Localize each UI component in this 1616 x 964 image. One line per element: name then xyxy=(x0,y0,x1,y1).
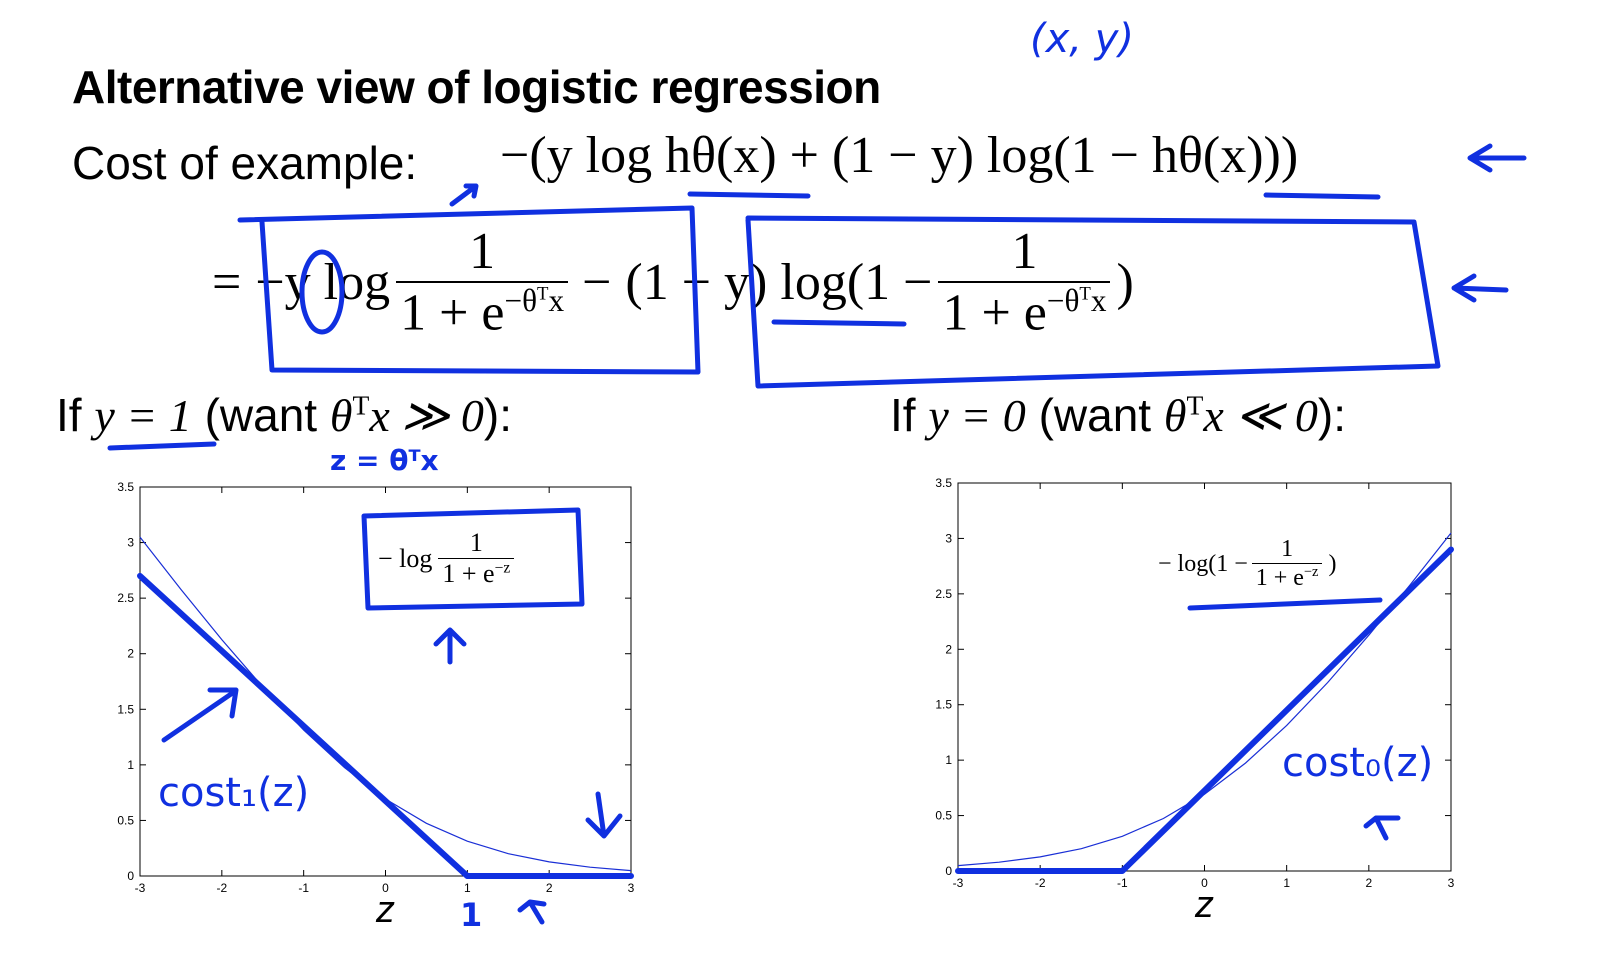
cost1-annotation: cost₁(z) xyxy=(158,770,310,816)
y-tick-label: 0.5 xyxy=(117,813,134,827)
equals-sign: = xyxy=(212,253,242,311)
x-tick-label: 1 xyxy=(464,881,471,895)
y-tick-label: 1.5 xyxy=(117,702,134,716)
y-tick-label: 0 xyxy=(945,864,952,878)
cost0-annotation: cost₀(z) xyxy=(1282,740,1434,786)
cost-expression: −(y log hθ(x) + (1 − y) log(1 − hθ(x))) xyxy=(500,127,1299,184)
x-tick-label: 1 xyxy=(1283,876,1290,890)
y-tick-label: 2.5 xyxy=(117,591,134,605)
y-tick-label: 3.5 xyxy=(935,476,952,490)
x-tick-label: 3 xyxy=(1448,876,1455,890)
y-tick-label: 1 xyxy=(127,758,134,772)
case-y1-header: If y = 1 (want θTx ≫ 0): xyxy=(56,389,513,441)
cost-label: Cost of example: xyxy=(72,137,418,189)
x-tick-label: 0 xyxy=(1201,876,1208,890)
x-axis-label: z xyxy=(1194,884,1214,926)
y-tick-label: 3.5 xyxy=(117,480,134,494)
xy-annotation: (x, y) xyxy=(1030,16,1134,62)
y-tick-label: 2.5 xyxy=(935,587,952,601)
hand-drawn-cost-line xyxy=(955,546,1454,874)
hand-drawn-cost-line xyxy=(137,572,634,879)
y-tick-label: 0.5 xyxy=(935,809,952,823)
page-title: Alternative view of logistic regression xyxy=(72,61,881,113)
x-tick-label: -2 xyxy=(216,881,227,895)
x-tick-label: -1 xyxy=(298,881,309,895)
y-tick-label: 3 xyxy=(945,531,952,545)
plot1-legend: − log 1 1 + e−z xyxy=(378,528,520,589)
x-tick-label: -1 xyxy=(1117,876,1128,890)
x-tick-label: 2 xyxy=(546,881,553,895)
x-tick-label: 3 xyxy=(628,881,635,895)
x-tick-label: 2 xyxy=(1365,876,1372,890)
x-tick-label: 0 xyxy=(382,881,389,895)
x-axis-label: z xyxy=(375,889,395,931)
case-y0-header: If y = 0 (want θTx ≪ 0): xyxy=(890,389,1347,441)
y-tick-label: 2 xyxy=(127,647,134,661)
y-tick-label: 2 xyxy=(945,642,952,656)
y-tick-label: 1 xyxy=(945,753,952,767)
plot2-legend: − log(1 − 1 1 + e−z ) xyxy=(1158,536,1337,591)
one-annotation: 1 xyxy=(460,896,483,934)
x-tick-label: -3 xyxy=(135,881,146,895)
y-tick-label: 0 xyxy=(127,869,134,883)
y-tick-label: 1.5 xyxy=(935,698,952,712)
y-tick-label: 3 xyxy=(127,536,134,550)
x-tick-label: -2 xyxy=(1035,876,1046,890)
z-definition-annotation: z = θᵀx xyxy=(330,444,439,477)
x-tick-label: -3 xyxy=(953,876,964,890)
